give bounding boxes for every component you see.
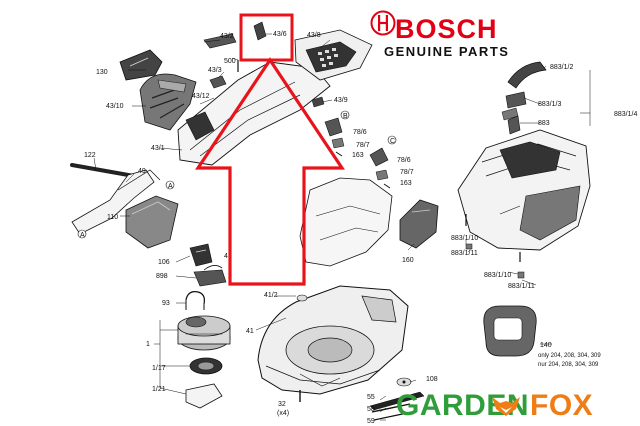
label-32-qty: (x4): [277, 410, 289, 417]
label-130: 130: [96, 69, 108, 76]
part-41-2-washer: [296, 294, 308, 302]
part-59-bolt: [373, 411, 413, 421]
part-58-spacer: [371, 403, 411, 413]
label-883-1-11-b: 883/1/11: [508, 283, 535, 290]
part-93-clip: [185, 291, 205, 310]
marker-b: [77, 229, 87, 239]
marker-a: [165, 180, 175, 190]
note-nur: nur 204, 208, 304, 309: [538, 362, 599, 368]
part-898-connector: [193, 265, 227, 287]
label-883-1-10-b: 883/1/10: [484, 272, 511, 279]
label-43-9: 43/9: [334, 97, 348, 104]
label-55: 55: [367, 394, 375, 401]
label-marker-b: A: [80, 232, 85, 239]
note-only: only 204, 208, 304, 309: [538, 353, 601, 359]
label-78-6-d: 78/6: [397, 157, 411, 164]
label-160: 160: [402, 257, 414, 264]
label-4: 4: [224, 253, 228, 260]
part-883-1-2-handle: [507, 61, 547, 89]
label-41: 41: [246, 328, 254, 335]
label-32: 32: [278, 401, 286, 408]
label-93: 93: [162, 300, 170, 307]
label-78-7-d: 78/7: [400, 169, 414, 176]
label-43-12: 43/12: [192, 93, 210, 100]
label-58: 58: [367, 406, 375, 413]
part-883-1-10-wheel-r: [517, 252, 525, 279]
part-160-cover: [399, 199, 439, 249]
part-55-blade: [369, 391, 425, 411]
label-43-1: 43/1: [151, 145, 165, 152]
part-43-3-clip: [209, 75, 227, 89]
label-108: 108: [426, 376, 438, 383]
label-marker-c: B: [343, 113, 348, 120]
label-59: 59: [367, 418, 375, 425]
label-41-2: 41/2: [264, 292, 278, 299]
label-49: 49: [138, 168, 146, 175]
label-163-c: 163: [352, 152, 364, 159]
leader-lines: [93, 39, 591, 421]
part-number-labels: 43/2 500 43/3 130 43/10 43/12 43/1 43/8 …: [80, 31, 637, 425]
highlight-box: [239, 13, 294, 62]
brand-subtitle: GENUINE PARTS: [384, 44, 510, 59]
part-43-9-bolt: [311, 96, 325, 108]
part-43-8-control-panel: [294, 29, 373, 81]
label-883-1-2: 883/1/2: [550, 64, 573, 71]
part-106-switch: [189, 243, 213, 267]
part-43-6-clip: [253, 21, 267, 41]
label-883: 883/1/4: [614, 111, 637, 118]
label-106: 106: [158, 259, 170, 266]
part-130-cap: [119, 49, 163, 81]
part-1-17-fan: [189, 357, 223, 375]
part-43-2-clip: [203, 33, 237, 49]
label-1-17: 1/17: [152, 365, 166, 372]
label-1-21: 1/21: [152, 386, 166, 393]
part-78-6-latch-d: [369, 135, 397, 189]
part-1-21-housing: [185, 383, 223, 409]
fox-head-icon: [492, 397, 520, 416]
label-78-6-c: 78/6: [353, 129, 367, 136]
watermark-fox: FOX: [530, 389, 594, 422]
label-78-7-c: 78/7: [356, 142, 370, 149]
label-140: 140: [540, 342, 552, 349]
label-500: 500: [224, 58, 236, 65]
bosch-armature-icon: [370, 10, 396, 36]
part-1-motor: [177, 315, 231, 351]
highlight-arrow: [195, 57, 345, 286]
brand-name: BOSCH: [395, 14, 498, 44]
part-883-1-10-wheel-l: [465, 214, 473, 250]
part-108-nut: [396, 377, 412, 387]
label-43-10: 43/10: [106, 103, 124, 110]
label-883-1-4: 883: [538, 120, 550, 127]
part-78-6-latch-c: [324, 110, 350, 157]
label-122: 122: [84, 152, 96, 159]
label-883-1-10-a: 883/1/10: [451, 235, 478, 242]
label-43-3: 43/3: [208, 67, 222, 74]
part-883-grass-box: [457, 129, 591, 251]
part-883-1-4-clip: [507, 115, 521, 135]
label-110: 110: [107, 214, 118, 221]
part-43-10-hood: [139, 73, 197, 131]
label-163-d: 163: [400, 180, 412, 187]
part-110-guard: [125, 195, 179, 249]
part-41-deck: [257, 285, 409, 395]
label-883-1-11-a: 883/1/11: [451, 250, 478, 257]
part-140-indicator: [483, 305, 537, 357]
label-marker-d: C: [390, 138, 395, 145]
label-43-6-highlighted: 43/6: [273, 31, 287, 38]
label-marker-a: A: [168, 183, 173, 190]
part-49-frame: [71, 169, 161, 235]
label-43-2: 43/2: [220, 33, 234, 40]
part-122-cable: [70, 163, 136, 178]
label-43-8: 43/8: [307, 32, 321, 39]
label-898: 898: [156, 273, 168, 280]
label-1: 1: [146, 341, 150, 348]
part-883-1-3-latch: [501, 91, 527, 121]
part-body-shell: [299, 177, 393, 267]
label-883-1-3: 883/1/3: [538, 101, 561, 108]
